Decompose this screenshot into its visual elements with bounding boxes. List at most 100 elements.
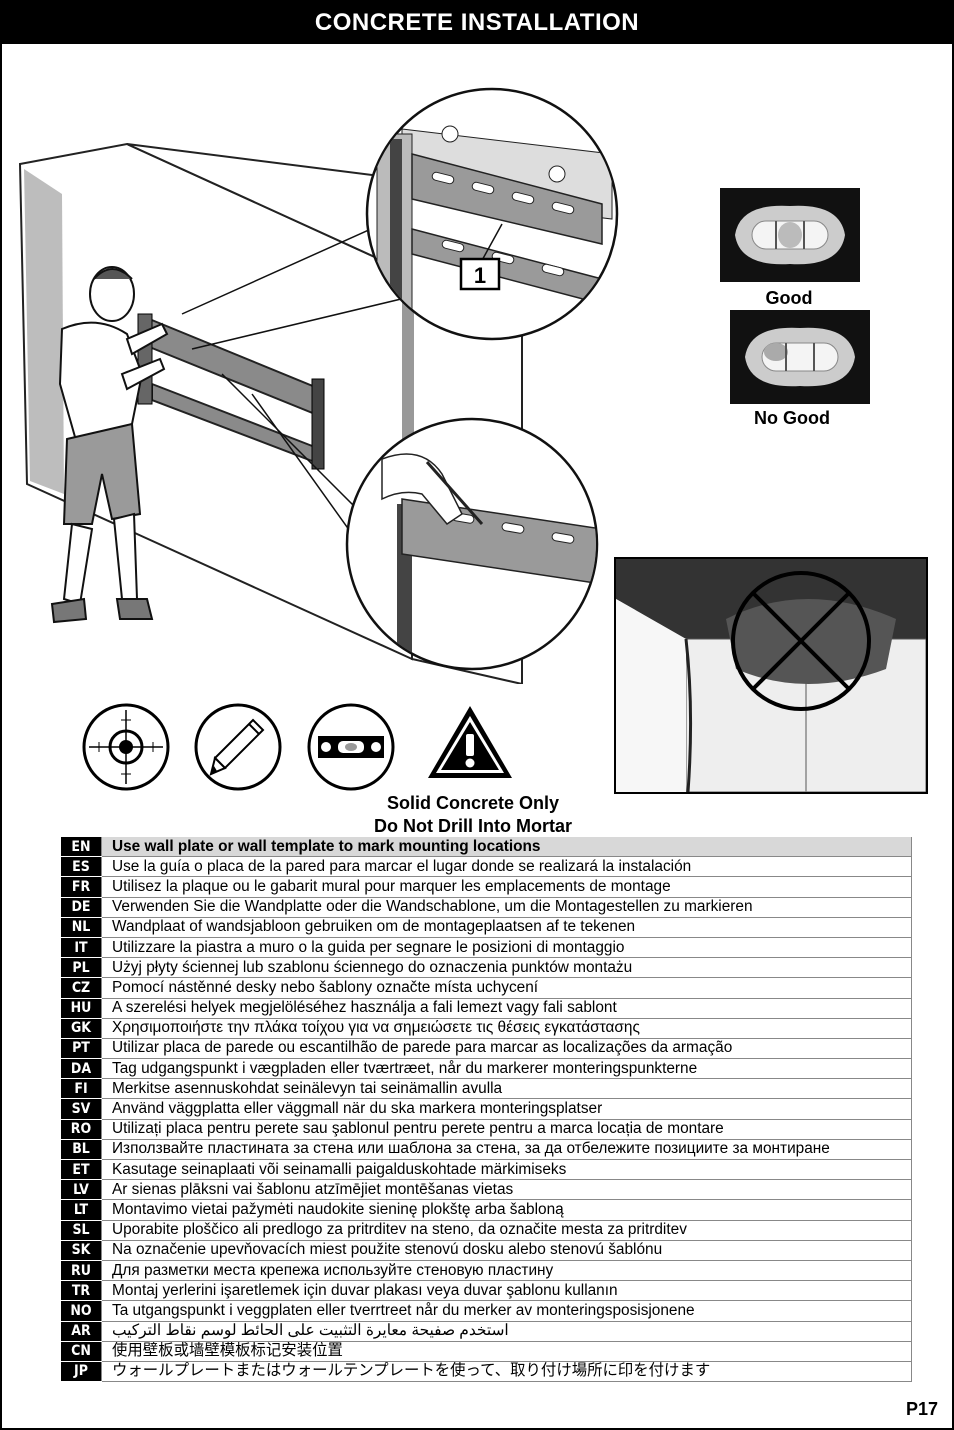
instruction-text: Utilizzare la piastra a muro o la guida … xyxy=(101,937,912,959)
level-good-image xyxy=(720,188,860,282)
language-code: FR xyxy=(61,876,102,898)
zoom-circle-bottom xyxy=(345,417,599,671)
language-code: DA xyxy=(61,1058,102,1080)
language-code: SL xyxy=(61,1220,102,1241)
instruction-text: Utilizar placa de parede ou escantilhão … xyxy=(101,1038,912,1060)
warning-triangle-icon xyxy=(425,702,515,792)
language-code: SV xyxy=(61,1098,102,1120)
concrete-warning: Solid Concrete Only Do Not Drill Into Mo… xyxy=(342,792,604,838)
level-no-good-image xyxy=(730,310,870,404)
language-code: PT xyxy=(61,1038,102,1060)
instruction-text: Използвайте пластината за стена или шабл… xyxy=(101,1139,912,1161)
language-code: EN xyxy=(61,837,102,858)
instruction-text: Kasutage seinaplaati või seinamalli paig… xyxy=(101,1159,912,1181)
instruction-text: Använd väggplatta eller väggmall när du … xyxy=(101,1098,912,1120)
instruction-text: Montavimo vietai pažymėti naudokite sien… xyxy=(101,1199,912,1221)
language-code: NL xyxy=(61,917,102,938)
warning-line-2: Do Not Drill Into Mortar xyxy=(374,816,572,836)
instruction-text: Для разметки места крепежа используйте с… xyxy=(101,1260,912,1282)
language-code: ET xyxy=(61,1159,102,1181)
instruction-text: Ta utgangspunkt i veggplaten eller tverr… xyxy=(101,1300,912,1322)
language-code: ES xyxy=(61,856,102,878)
installation-illustration: 1 xyxy=(2,44,952,686)
instruction-text: Use wall plate or wall template to mark … xyxy=(101,837,912,858)
instruction-text: Verwenden Sie die Wandplatte oder die Wa… xyxy=(101,897,912,918)
language-code: CZ xyxy=(61,977,102,999)
level-no-good-label: No Good xyxy=(754,408,830,428)
language-code: FI xyxy=(61,1078,102,1100)
page-title: CONCRETE INSTALLATION xyxy=(2,2,952,44)
instruction-text: Pomocí nástěnné desky nebo šablony označ… xyxy=(101,977,912,999)
level-good-label: Good xyxy=(765,288,813,308)
instruction-text: Użyj płyty ściennej lub szablonu ścienne… xyxy=(101,957,912,979)
instruction-text: Use la guía o placa de la pared para mar… xyxy=(101,856,912,878)
callout-number: 1 xyxy=(474,263,486,288)
language-code: LV xyxy=(61,1179,102,1201)
instruction-text: Χρησιμοποιήστε την πλάκα τοίχου για να σ… xyxy=(101,1018,912,1039)
spirit-level-icon xyxy=(306,702,396,792)
instruction-text: Utilisez la plaque ou le gabarit mural p… xyxy=(101,876,912,898)
instruction-text: Utilizați placa pentru perete sau şablon… xyxy=(101,1119,912,1140)
language-code: JP xyxy=(61,1361,102,1383)
pencil-icon xyxy=(193,702,283,792)
instruction-text: A szerelési helyek megjelöléséhez haszná… xyxy=(101,998,912,1019)
language-code: GK xyxy=(61,1018,102,1039)
language-code: HU xyxy=(61,998,102,1019)
language-code: IT xyxy=(61,937,102,959)
language-code: DE xyxy=(61,897,102,918)
person-figure xyxy=(50,266,169,624)
crosshair-drill-icon xyxy=(81,702,171,792)
language-code: RO xyxy=(61,1119,102,1140)
instruction-text: Tag udgangspunkt i vægpladen eller tvært… xyxy=(101,1058,912,1080)
instruction-text: Merkitse asennuskohdat seinälevyn tai se… xyxy=(101,1078,912,1100)
language-code: TR xyxy=(61,1280,102,1302)
instruction-text: 使用壁板或墙壁模板标记安装位置 xyxy=(101,1341,912,1362)
language-code: PL xyxy=(61,957,102,979)
instruction-text: Montaj yerlerini işaretlemek için duvar … xyxy=(101,1280,912,1302)
instruction-text: استخدم صفيحة معايرة التثبيت على الحائط ل… xyxy=(101,1321,912,1342)
language-code: LT xyxy=(61,1199,102,1221)
mortar-closeup-image xyxy=(614,557,928,794)
language-code: NO xyxy=(61,1300,102,1322)
instruction-text: Na označenie upevňovacích miest použite … xyxy=(101,1240,912,1261)
zoom-circle-top: 1 xyxy=(365,87,619,341)
language-code: SK xyxy=(61,1240,102,1261)
instruction-text: Wandplaat of wandsjabloon gebruiken om d… xyxy=(101,917,912,938)
language-code: CN xyxy=(61,1341,102,1362)
language-code: AR xyxy=(61,1321,102,1342)
instruction-text: ウォールプレートまたはウォールテンプレートを使って、取り付け場所に印を付けます xyxy=(101,1361,912,1383)
language-code: BL xyxy=(61,1139,102,1161)
instruction-text: Ar sienas plāksni vai šablonu atzīmējiet… xyxy=(101,1179,912,1201)
instruction-text: Uporabite ploščico ali predlogo za pritr… xyxy=(101,1220,912,1241)
page-number: P17 xyxy=(905,1399,938,1419)
